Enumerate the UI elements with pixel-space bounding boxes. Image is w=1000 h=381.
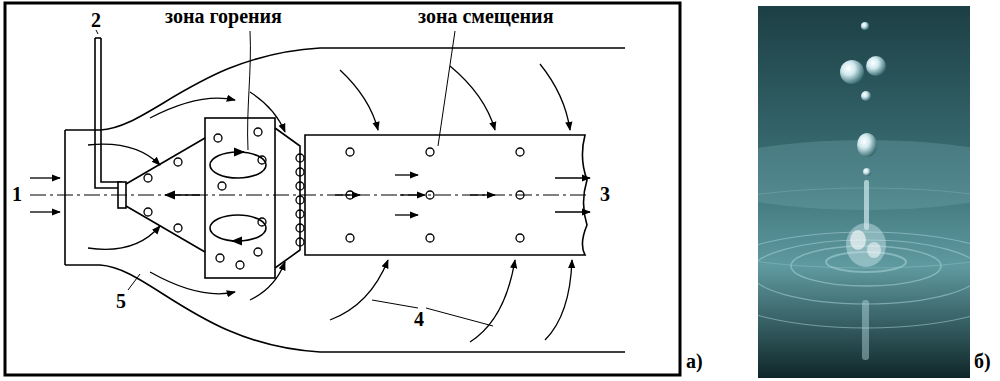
callout-number: 5 — [116, 290, 126, 312]
vortex-arrow — [238, 151, 244, 153]
axis-line — [30, 195, 590, 196]
callout-number: 1 — [12, 183, 22, 205]
fuel-pipe — [95, 38, 122, 188]
panel-letter: а) — [686, 350, 703, 372]
vortex — [210, 215, 266, 241]
vortex — [210, 152, 266, 178]
casing-bottom — [65, 265, 625, 352]
fuel-pipe — [101, 38, 122, 182]
panel-frame — [5, 3, 680, 375]
water-drop-photo — [758, 6, 970, 378]
vortex-arrow — [232, 240, 238, 242]
leader-lines — [96, 30, 493, 326]
callout-number: 2 — [91, 9, 101, 31]
flow-arrow — [165, 194, 200, 196]
zone-label: зона смещения — [418, 5, 553, 27]
casing-top — [65, 48, 625, 130]
callout-number: 4 — [414, 308, 424, 330]
air-holes — [144, 128, 524, 269]
flow-arrows — [30, 64, 590, 342]
callout-number: 3 — [600, 183, 610, 205]
front-cone — [126, 138, 205, 252]
combustor-drawing — [30, 38, 625, 352]
combustion-liner — [205, 118, 275, 278]
zone-label: зона горения — [165, 5, 282, 27]
fuel-pipe — [95, 37, 101, 39]
inlet-edge — [64, 130, 66, 265]
panel-letter: б) — [974, 350, 991, 372]
